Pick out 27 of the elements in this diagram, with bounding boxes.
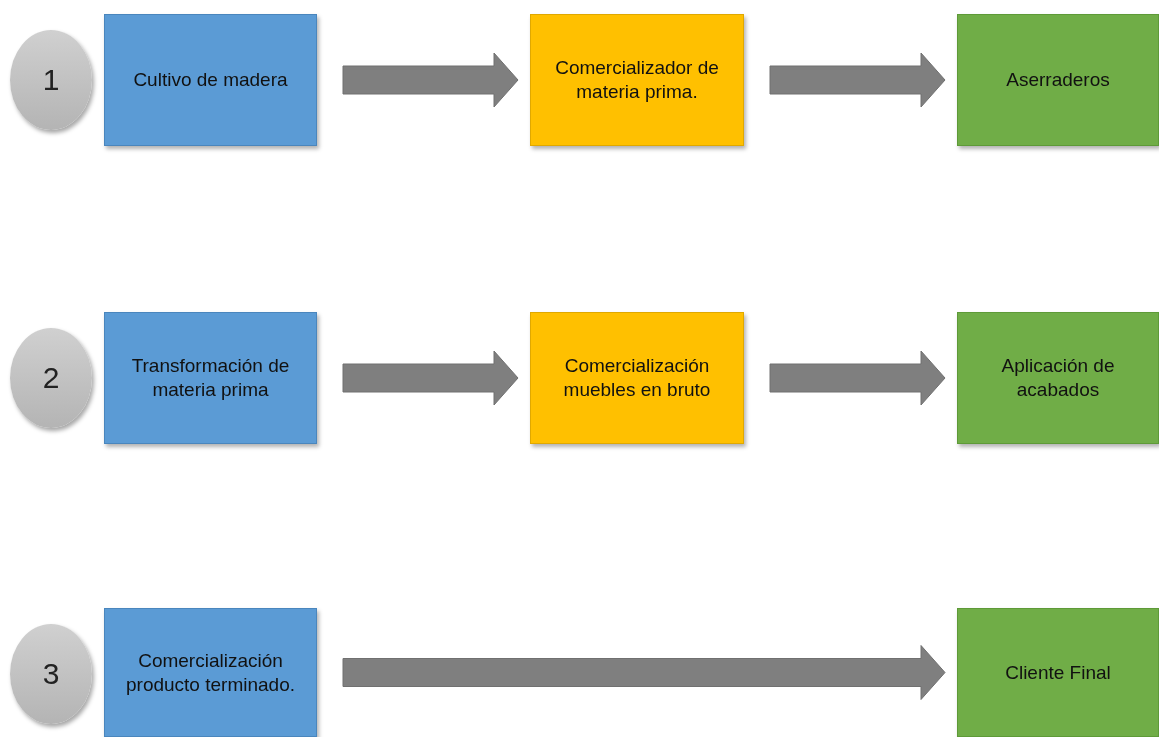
block-arrow [769,350,946,406]
step-number-circle [10,30,92,130]
process-box [530,14,744,146]
step-label: Aplicación de acabados [1000,354,1116,402]
process-box [104,608,317,737]
step-label: Comercializador de materia prima. [554,56,720,104]
step-label: Comercialización producto terminado. [125,648,296,697]
block-arrow [342,350,519,406]
block-arrow [769,52,946,108]
step-label: Transformación de materia prima [130,354,291,402]
step-label: Comercialización muebles en bruto [562,354,712,402]
process-box [104,14,317,146]
step-label: Aserraderos [1006,68,1110,92]
process-box [957,14,1159,146]
step-number-circle [10,328,92,428]
block-arrow [342,645,946,700]
process-box [957,608,1159,737]
step-label: Cultivo de madera [133,68,288,92]
step-number: 3 [42,656,60,693]
process-box [530,312,744,444]
step-number-circle [10,624,92,724]
step-number: 1 [42,62,60,99]
process-box [957,312,1159,444]
step-number: 2 [42,360,60,397]
process-box [104,312,317,444]
step-label: Cliente Final [1005,660,1111,685]
block-arrow [342,52,519,108]
